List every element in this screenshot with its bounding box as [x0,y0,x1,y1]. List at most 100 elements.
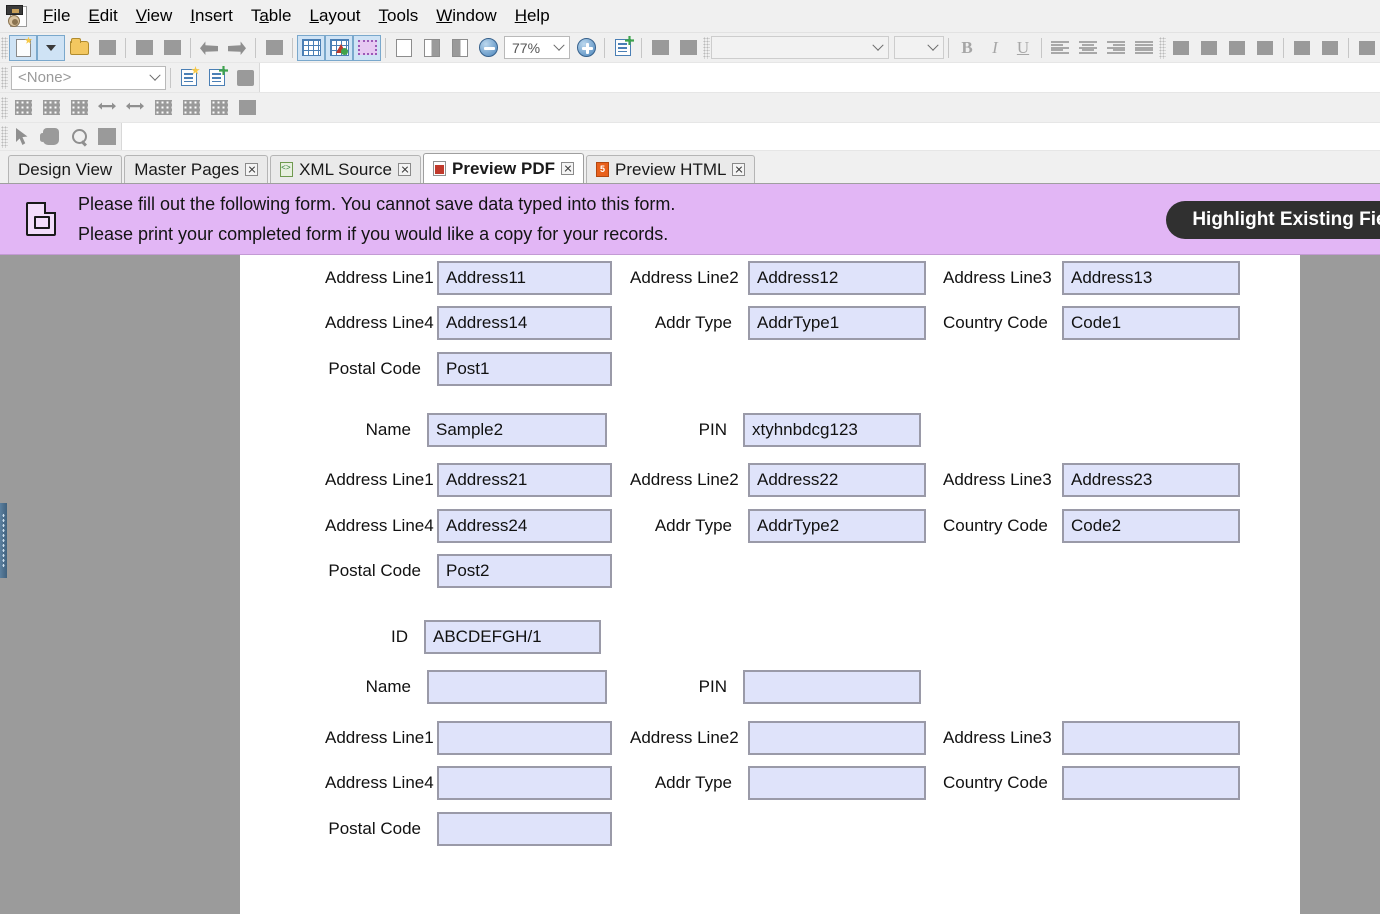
align-objects-right-button[interactable] [1195,35,1223,61]
zoom-out-button[interactable] [474,35,502,61]
menu-item-help[interactable]: Help [514,6,550,25]
tab-master-pages[interactable]: Master Pages [124,155,379,183]
redo-button[interactable] [223,35,251,61]
field-input[interactable]: Address22 [748,463,926,497]
open-folder-button[interactable] [65,35,93,61]
menu-item-file[interactable]: File [43,6,71,25]
form-properties-button[interactable] [609,35,637,61]
field-input[interactable]: Address21 [437,463,612,497]
toolbar-grip[interactable] [1,66,8,89]
field-input[interactable] [1062,766,1240,800]
select-tool-button[interactable] [93,124,121,150]
tab-close-icon[interactable] [732,163,746,176]
merge-cells-button[interactable] [37,95,65,121]
hand-tool-button[interactable] [37,124,65,150]
tab-preview-html[interactable]: Preview HTML [586,155,756,183]
field-input[interactable] [1062,721,1240,755]
print-preview-button[interactable] [158,35,186,61]
field-input[interactable]: Address11 [437,261,612,295]
field-input[interactable]: Sample2 [427,413,607,447]
toolbar-grip[interactable] [1159,36,1166,59]
field-input[interactable] [748,721,926,755]
show-grid-button[interactable] [297,34,325,61]
show-selection-button[interactable] [353,34,381,61]
field-input[interactable] [437,812,612,846]
insert-column-button[interactable] [205,95,233,121]
insert-row-above-button[interactable] [149,95,177,121]
field-input[interactable]: Address23 [1062,463,1240,497]
underline-button[interactable]: U [1016,37,1030,57]
find-button[interactable] [260,35,288,61]
tab-preview-pdf[interactable]: Preview PDF [423,153,584,183]
chevron-down-icon[interactable] [923,39,943,52]
tab-xml-source[interactable]: XML Source [270,155,421,183]
align-objects-left-button[interactable] [1167,35,1195,61]
menu-item-layout[interactable]: Layout [309,6,361,25]
zoom-level-combo[interactable]: 77% [504,36,570,59]
pointer-tool-button[interactable] [9,124,37,150]
field-input[interactable]: Address24 [437,509,612,543]
field-input[interactable]: Code2 [1062,509,1240,543]
align-objects-bottom-button[interactable] [1251,35,1279,61]
show-layout-button[interactable] [325,34,353,61]
bold-button[interactable]: B [961,37,973,57]
page-right-button[interactable] [446,35,474,61]
align-right-button[interactable] [1102,35,1130,61]
field-input[interactable] [437,721,612,755]
field-input[interactable]: Code1 [1062,306,1240,340]
field-input[interactable]: Address14 [437,306,612,340]
field-input[interactable] [748,766,926,800]
save-button[interactable] [93,35,121,61]
field-input[interactable]: AddrType2 [748,509,926,543]
align-justify-button[interactable] [1130,35,1158,61]
chevron-down-icon[interactable] [549,39,569,52]
new-document-button[interactable] [9,34,37,61]
new-dropdown-caret-icon[interactable] [37,34,65,61]
tab-design-view[interactable]: Design View [8,155,262,183]
toolbar-grip[interactable] [1,96,8,119]
table-flow-button[interactable] [233,95,261,121]
field-input[interactable] [743,670,921,704]
field-input[interactable]: Address12 [748,261,926,295]
font-family-combo[interactable] [711,36,889,59]
distribute-horizontal-button[interactable] [1353,35,1380,61]
menu-item-tools[interactable]: Tools [378,6,419,25]
toolbar-grip[interactable] [1,125,8,148]
field-input[interactable]: Post1 [437,352,612,386]
object-button[interactable] [646,35,674,61]
shrink-width-button[interactable] [121,95,149,121]
align-left-button[interactable] [1046,35,1074,61]
menu-item-view[interactable]: View [135,6,173,25]
panel-splitter-handle[interactable] [0,503,7,578]
zoom-tool-button[interactable] [65,124,93,150]
template-add-button[interactable] [203,65,231,91]
style-combo[interactable]: <None> [11,65,166,90]
page-left-button[interactable] [418,35,446,61]
undo-button[interactable] [195,35,223,61]
menu-item-table[interactable]: Table [250,6,292,25]
field-input[interactable] [427,670,607,704]
field-input[interactable]: Address13 [1062,261,1240,295]
toolbar-grip[interactable] [1,36,8,59]
image-button[interactable] [674,35,702,61]
tab-close-icon[interactable] [398,163,411,176]
template-lock-button[interactable] [231,65,259,91]
fit-width-button[interactable] [93,95,121,121]
insert-table-button[interactable] [9,95,37,121]
chevron-down-icon[interactable] [868,39,888,52]
field-input[interactable]: xtyhnbdcg123 [743,413,921,447]
menu-item-window[interactable]: Window [436,6,497,25]
template-new-button[interactable] [175,65,203,91]
print-button[interactable] [130,35,158,61]
field-input[interactable]: AddrType1 [748,306,926,340]
menu-item-insert[interactable]: Insert [190,6,233,25]
italic-button[interactable]: I [992,37,998,57]
align-objects-hcenter-button[interactable] [1316,35,1344,61]
align-objects-vcenter-button[interactable] [1288,35,1316,61]
align-center-button[interactable] [1074,35,1102,61]
toolbar-grip[interactable] [703,36,710,59]
menu-item-edit[interactable]: Edit [88,6,118,25]
field-input[interactable]: Post2 [437,554,612,588]
font-size-combo[interactable] [894,36,944,59]
field-input[interactable] [437,766,612,800]
